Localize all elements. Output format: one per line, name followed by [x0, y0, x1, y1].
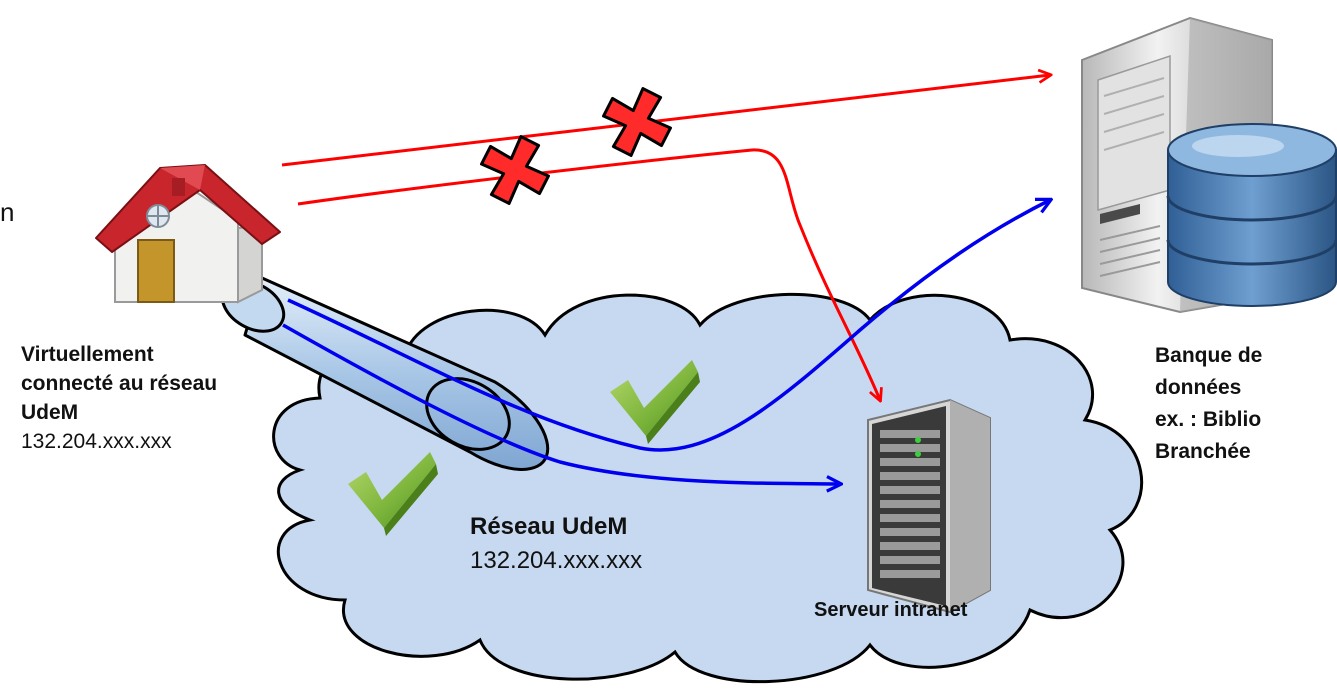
- check-icon: [348, 452, 438, 536]
- home-ip: 132.204.xxx.xxx: [21, 430, 172, 453]
- allowed-path-to-intranet: [282, 323, 840, 484]
- database-label-line4: Branchée: [1155, 440, 1251, 463]
- database-icon: [1166, 123, 1337, 307]
- network-label: Réseau UdeM 132.204.xxx.xxx: [470, 510, 642, 578]
- house-icon: [95, 164, 281, 304]
- home-label-line2: connecté au réseau: [21, 372, 218, 395]
- database-label-line3: ex. : Biblio: [1155, 408, 1262, 431]
- home-label: Virtuellement connecté au réseau UdeM 13…: [21, 340, 217, 456]
- intranet-label: Serveur intranet: [814, 599, 968, 621]
- home-label-line3: UdeM: [21, 401, 79, 424]
- database-label: Banque de données ex. : Biblio Branchée: [1155, 340, 1262, 468]
- home-label-line1: Virtuellement: [21, 343, 154, 366]
- network-name: Réseau UdeM: [470, 513, 628, 540]
- blocked-x-icon: [480, 135, 550, 205]
- edge-text-fragment: n: [0, 197, 15, 227]
- intranet-server-icon: [867, 398, 991, 614]
- check-icon: [610, 360, 700, 444]
- database-label-line1: Banque de: [1155, 344, 1263, 367]
- database-label-line2: données: [1155, 376, 1242, 399]
- allowed-path-to-database: [287, 200, 1050, 452]
- blocked-x-icon: [602, 87, 672, 157]
- network-ip: 132.204.xxx.xxx: [470, 547, 643, 574]
- blocked-path-to-database: [281, 75, 1050, 167]
- blocked-path-to-intranet: [297, 148, 880, 400]
